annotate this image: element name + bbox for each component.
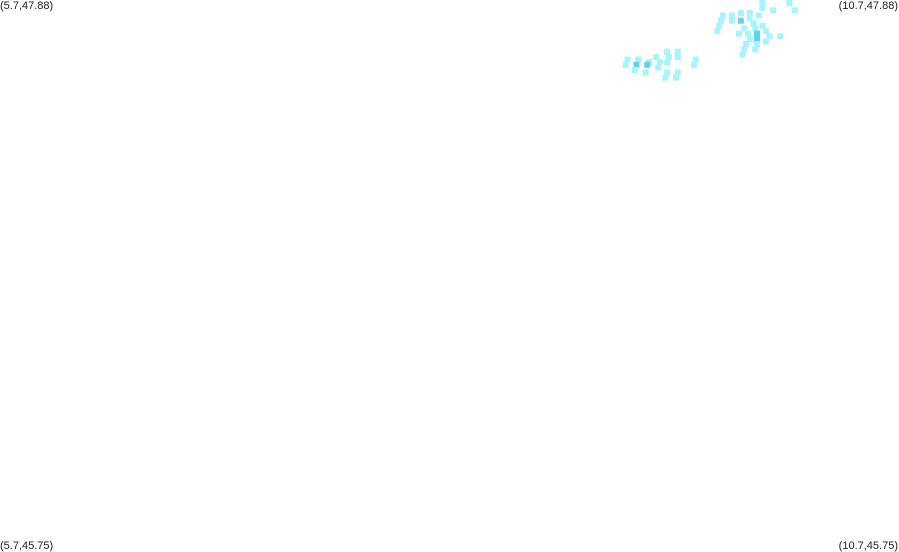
data-point (737, 17, 744, 24)
data-point (692, 56, 699, 63)
data-point (755, 12, 762, 19)
data-point (746, 35, 753, 42)
data-point (719, 12, 726, 19)
data-point (714, 28, 721, 35)
data-point (754, 41, 760, 48)
data-point (786, 0, 793, 6)
data-point (691, 61, 697, 68)
corner-label-top-left: (5.7,47.88) (0, 0, 54, 12)
data-point (743, 41, 750, 48)
data-point (622, 61, 629, 68)
data-point (745, 30, 751, 37)
data-point (635, 56, 642, 63)
data-point (791, 7, 798, 14)
data-point (674, 54, 681, 60)
data-point (762, 28, 769, 35)
data-point (631, 67, 638, 73)
data-point (642, 69, 649, 76)
data-point (664, 48, 671, 55)
data-point (739, 51, 746, 58)
data-point (737, 10, 744, 16)
corner-label-bottom-left: (5.7,45.75) (0, 540, 54, 552)
data-point (662, 74, 669, 81)
data-point (746, 15, 753, 22)
data-point (674, 69, 681, 76)
data-point (777, 33, 784, 40)
data-point (750, 20, 757, 27)
data-point (762, 38, 769, 45)
data-point (653, 54, 660, 60)
data-point (673, 74, 679, 81)
corner-label-bottom-right: (10.7,45.75) (838, 540, 898, 552)
data-point (746, 10, 753, 16)
data-point (633, 61, 640, 68)
data-point (759, 4, 766, 11)
data-point (655, 64, 662, 71)
data-point (736, 30, 742, 37)
data-point (741, 46, 748, 53)
data-points-layer (622, 0, 798, 81)
data-point (665, 54, 672, 60)
data-point (728, 17, 735, 24)
data-point (759, 0, 766, 6)
data-point (656, 59, 663, 66)
data-point (644, 61, 651, 68)
data-point (624, 56, 631, 63)
data-point (664, 69, 671, 76)
data-point (770, 7, 777, 14)
data-point (718, 17, 724, 24)
data-point (664, 59, 671, 66)
data-point (674, 48, 681, 55)
data-point (752, 25, 759, 32)
data-point (754, 35, 760, 42)
data-point (741, 25, 748, 32)
data-point (752, 46, 759, 53)
data-point (766, 33, 773, 40)
corner-label-top-right: (10.7,47.88) (838, 0, 898, 12)
data-point (728, 12, 735, 19)
data-point (716, 22, 723, 29)
data-point (754, 30, 760, 37)
data-point (759, 22, 766, 29)
